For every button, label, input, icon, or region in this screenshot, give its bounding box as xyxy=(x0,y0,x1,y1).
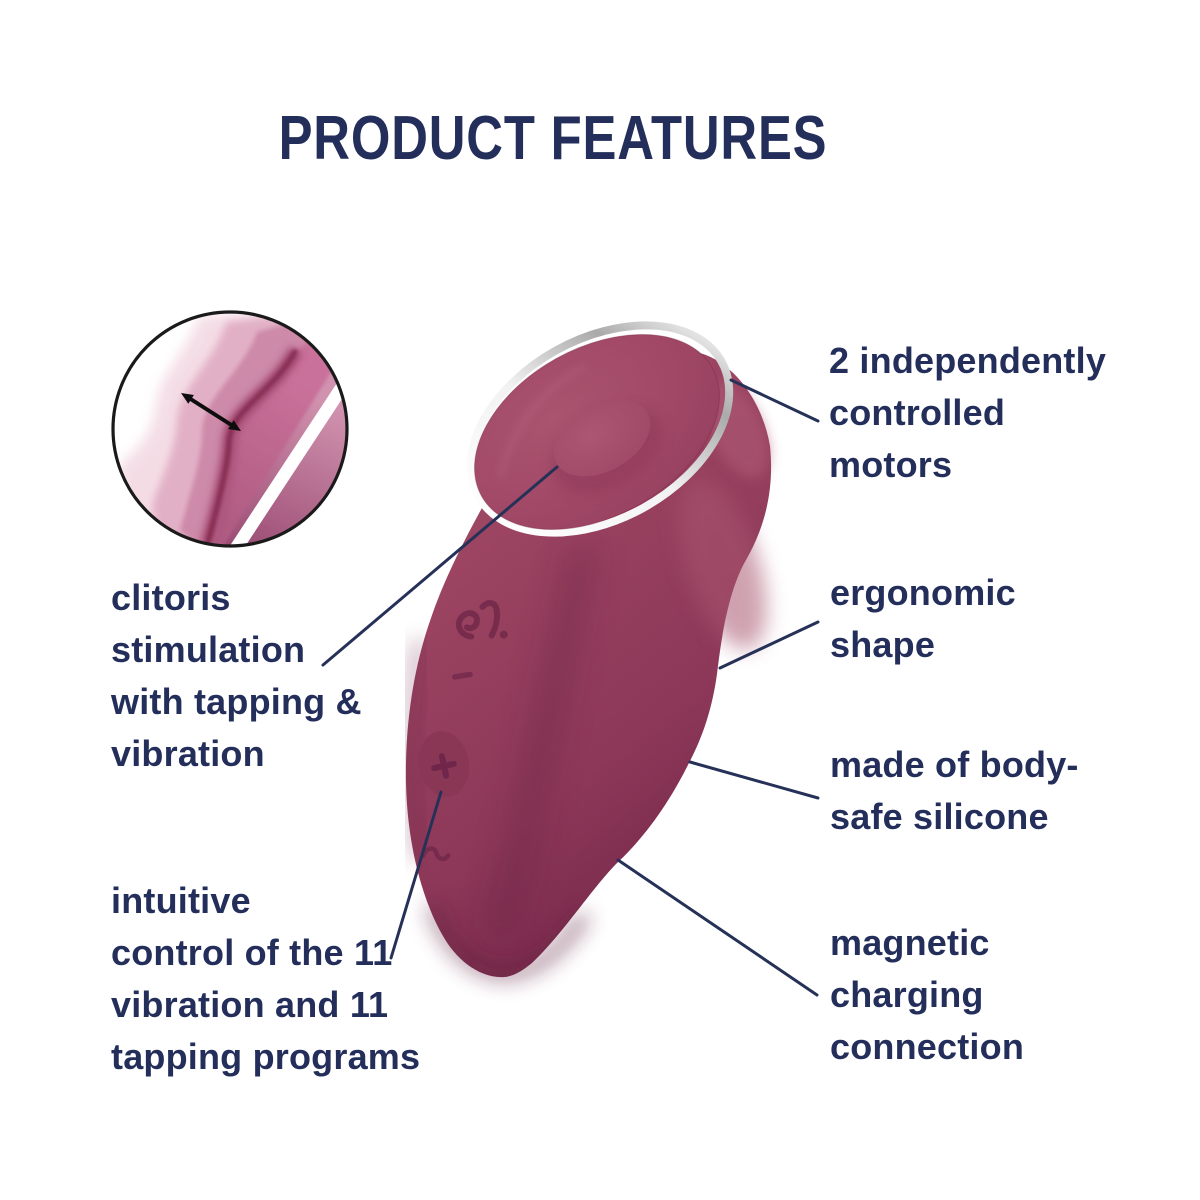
tapping-dome xyxy=(553,399,651,477)
inset-outline xyxy=(111,310,349,548)
feature-text-line: vibration xyxy=(111,733,265,774)
feature-text-line: charging xyxy=(830,974,984,1015)
silver-ring-highlight-stripe xyxy=(225,374,347,546)
feature-text-line: ergonomic xyxy=(830,572,1016,613)
body-shoulder-highlight xyxy=(679,480,767,650)
page-title: PRODUCT FEATURES xyxy=(278,104,828,173)
feature-text-line: made of body- xyxy=(830,744,1079,785)
feature-label-clitoris: clitoris stimulation with tapping & vibr… xyxy=(111,572,362,780)
feature-label-body-safe-silicone: made of body- safe silicone xyxy=(830,739,1079,843)
body-left-shadow xyxy=(405,639,426,861)
minus-button-icon xyxy=(452,671,473,680)
body-rim-highlight xyxy=(704,381,770,479)
body-bottom-shadow xyxy=(425,902,591,982)
feature-label-intuitive-control: intuitive control of the 11 vibration an… xyxy=(111,875,420,1083)
feature-text-line: tapping programs xyxy=(111,1036,421,1077)
face-sheen xyxy=(497,363,588,479)
feature-text-line: vibration and 11 xyxy=(111,984,389,1025)
feature-text-line: stimulation xyxy=(111,629,306,670)
feature-label-magnetic-charging: magnetic charging connection xyxy=(830,917,1024,1073)
feature-text-line: connection xyxy=(830,1026,1025,1067)
feature-text-line: magnetic xyxy=(830,922,990,963)
feature-text-line: controlled xyxy=(829,392,1006,433)
leader-line-motors xyxy=(729,378,820,423)
leader-line-intuitive xyxy=(389,790,443,960)
leader-line-magnetic xyxy=(616,858,819,997)
leader-line-silicone xyxy=(688,760,820,800)
feature-text-line: intuitive xyxy=(111,880,251,921)
plus-button-icon xyxy=(418,731,470,797)
ridge-crest-line xyxy=(204,348,298,546)
body-crease-shadow xyxy=(481,541,600,943)
feature-text-line: motors xyxy=(829,444,953,485)
satisfyer-logo-icon xyxy=(455,600,508,640)
feature-text-line: with tapping & xyxy=(111,681,362,722)
feature-text-line: safe silicone xyxy=(830,796,1049,837)
feature-label-ergonomic-shape: ergonomic shape xyxy=(830,567,1016,671)
feature-text-line: control of the 11 xyxy=(111,932,393,973)
silver-ring xyxy=(466,321,734,537)
feature-text-line: clitoris xyxy=(111,577,231,618)
feature-text-line: 2 independently xyxy=(829,340,1107,381)
power-wave-icon xyxy=(420,846,451,862)
feature-label-motors: 2 independently controlled motors xyxy=(829,335,1106,491)
feature-text-line: shape xyxy=(830,624,936,665)
inset-corner xyxy=(222,364,347,546)
tapping-closeup-inset xyxy=(111,310,349,548)
leader-line-ergonomic xyxy=(718,620,820,670)
leader-line-clitoris xyxy=(321,465,559,667)
product-render xyxy=(405,321,772,982)
leader-lines xyxy=(321,378,820,997)
tapping-arrow-icon xyxy=(181,393,241,431)
